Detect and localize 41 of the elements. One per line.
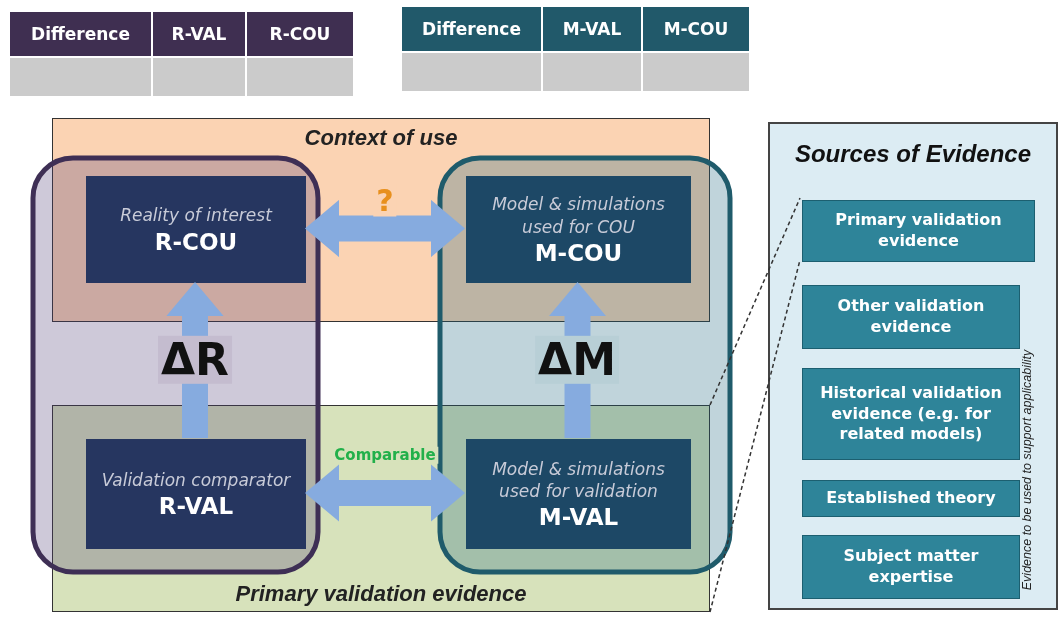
box-text: Historical validation evidence (e.g. for related models) [819,382,1003,446]
leader-line [709,197,801,406]
evidence-box [802,535,1020,599]
region-band [52,405,710,612]
model-box [466,439,691,549]
box-text: Established theory [826,488,996,509]
header-cell: R-VAL [153,12,245,56]
evidence-box [802,285,1020,349]
header-cell: M-COU [643,7,749,51]
box-text: Primary validation evidence [834,210,1003,252]
leader-line [709,259,801,613]
header-cell: M-VAL [543,7,641,51]
band-title: Primary validation evidence [234,581,528,607]
box-caption: Validation comparator [101,468,291,492]
box-caption: Reality of interest [120,204,272,227]
header-cell: Difference [402,7,541,51]
box-title: R-COU [154,228,238,255]
band-title: Context of use [303,125,459,151]
double-arrow [305,464,465,522]
panel-title: Sources of Evidence [793,140,1033,168]
box-text: Subject matter expertise [842,546,980,588]
evidence-box [802,368,1020,460]
evidence-panel [768,122,1058,610]
side-note: Evidence to be used to support applicability [1020,349,1034,591]
model-box [466,176,691,283]
edge-label: ΔR [158,335,232,385]
box-title: M-VAL [538,504,619,531]
edge-label: ΔM [535,335,619,385]
evidence-box [802,480,1020,517]
box-caption: Model & simulations used for COU [491,193,666,238]
header-cell: R-COU [247,12,353,56]
box-text: Other validation evidence [836,296,986,338]
box-caption: Model & simulations used for validation [491,457,666,503]
reality-box [86,439,306,549]
double-arrow [305,199,465,258]
reality-box [86,176,306,283]
region-band [52,118,710,322]
box-title: M-COU [534,239,623,266]
box-title: R-VAL [158,493,234,520]
header-cell: Difference [10,12,151,56]
evidence-box [802,200,1035,262]
